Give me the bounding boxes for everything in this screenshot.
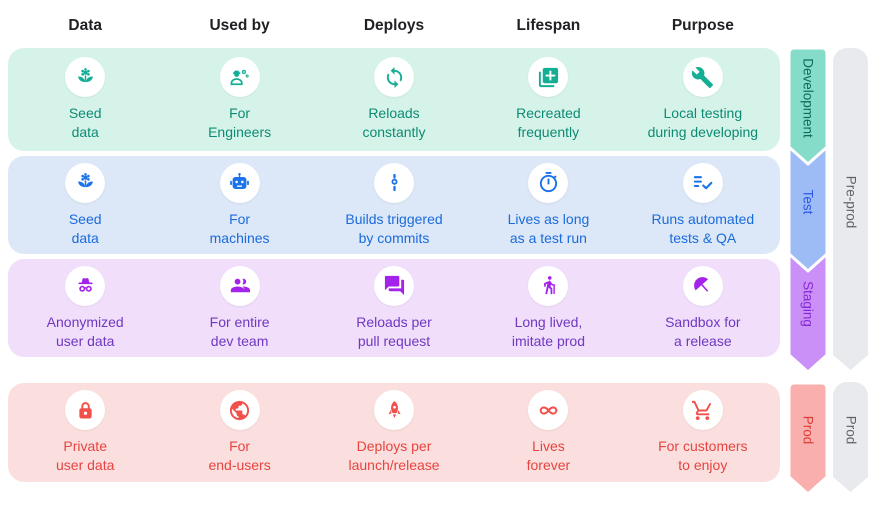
cell-prod-deploys: Deploys per launch/release (317, 383, 471, 482)
cell-label: Recreated frequently (516, 105, 581, 140)
cell-prod-lifespan: Lives forever (471, 383, 625, 482)
cell-label: Lives as long as a test run (507, 210, 590, 246)
checklist-icon (691, 171, 714, 194)
prod-ribbon (787, 381, 829, 496)
cell-test-used-by: For machines (162, 156, 316, 254)
cell-test-lifespan: Lives as long as a test run (471, 156, 625, 254)
seed-icon (74, 66, 97, 89)
cell-staging-deploys: Reloads per pull request (317, 259, 471, 357)
incognito-icon (74, 274, 97, 297)
robot-icon (228, 171, 251, 194)
cell-staging-purpose: Sandbox for a release (626, 259, 780, 357)
globe-icon (228, 399, 251, 422)
cart-icon (691, 399, 714, 422)
timer-icon (537, 171, 560, 194)
cell-label: For customers to enjoy (658, 438, 748, 473)
cell-label: Seed data (68, 210, 102, 246)
seed-icon (74, 171, 97, 194)
cell-development-used-by: For Engineers (162, 48, 316, 151)
cell-staging-used-by: For entire dev team (162, 259, 316, 357)
cell-label: Sandbox for a release (665, 313, 741, 349)
engineers-icon (228, 66, 251, 89)
cell-label: Reloads per pull request (356, 313, 432, 349)
cell-development-purpose: Local testing during developing (626, 48, 780, 151)
pre-prod-ribbon-label: Pre-prod (844, 176, 859, 229)
column-header-purpose: Purpose (671, 17, 734, 34)
cell-label: Seed data (68, 105, 102, 140)
cell-label: Local testing during developing (647, 105, 759, 140)
cell-test-purpose: Runs automated tests & QA (626, 156, 780, 254)
cell-label: Reloads constantly (362, 105, 426, 140)
reload-icon (383, 66, 406, 89)
lock-icon (74, 399, 97, 422)
row-test: Seed data For machines Builds triggered … (8, 156, 780, 254)
column-header-data: Data (68, 17, 102, 34)
prod-group-ribbon (833, 382, 868, 492)
cell-label: For Engineers (208, 105, 272, 140)
prod-group-ribbon-label: Prod (844, 416, 859, 445)
cell-label: Builds triggered by commits (345, 210, 443, 246)
cell-prod-purpose: For customers to enjoy (626, 383, 780, 482)
cell-test-deploys: Builds triggered by commits (317, 156, 471, 254)
commit-icon (383, 171, 406, 194)
cell-label: Long lived, imitate prod (511, 313, 585, 349)
cell-prod-used-by: For end-users (162, 383, 316, 482)
cell-label: For end-users (208, 438, 271, 473)
cell-prod-data: Private user data (8, 383, 162, 482)
column-header-used-by: Used by (209, 17, 270, 34)
hiking-icon (537, 274, 560, 297)
chat-icon (383, 274, 406, 297)
cell-staging-lifespan: Long lived, imitate prod (471, 259, 625, 357)
cell-label: Runs automated tests & QA (651, 210, 755, 246)
cell-development-data: Seed data (8, 48, 162, 151)
umbrella-icon (691, 274, 714, 297)
group-icon (228, 274, 251, 297)
column-headers: Data Used by Deploys Lifespan Purpose (8, 12, 780, 40)
cell-label: Private user data (56, 438, 115, 473)
cell-label: For entire dev team (209, 313, 270, 349)
cell-staging-data: Anonymized user data (8, 259, 162, 357)
rocket-icon (383, 399, 406, 422)
cell-label: Deploys per launch/release (348, 438, 440, 473)
row-development: Seed data For Engineers Reloads constant… (8, 48, 780, 151)
test-ribbon (787, 147, 829, 273)
cell-label: For machines (209, 210, 270, 246)
prod-ribbon-label: Prod (801, 416, 816, 445)
column-header-lifespan: Lifespan (516, 17, 581, 34)
pre-prod-ribbon (833, 48, 868, 370)
staging-ribbon (787, 250, 829, 374)
cell-label: Anonymized user data (46, 313, 124, 349)
staging-ribbon-label: Staging (801, 281, 816, 327)
add-copy-icon (537, 66, 560, 89)
infinity-icon (537, 399, 560, 422)
development-ribbon-label: Development (801, 58, 816, 138)
cell-development-deploys: Reloads constantly (317, 48, 471, 151)
development-ribbon (787, 46, 829, 166)
test-ribbon-label: Test (801, 190, 816, 215)
cell-test-data: Seed data (8, 156, 162, 254)
row-staging: Anonymized user data For entire dev team… (8, 259, 780, 357)
row-prod: Private user data For end-users Deploys … (8, 383, 780, 482)
cell-development-lifespan: Recreated frequently (471, 48, 625, 151)
column-header-deploys: Deploys (363, 17, 425, 34)
wrench-icon (691, 66, 714, 89)
cell-label: Lives forever (526, 438, 571, 473)
